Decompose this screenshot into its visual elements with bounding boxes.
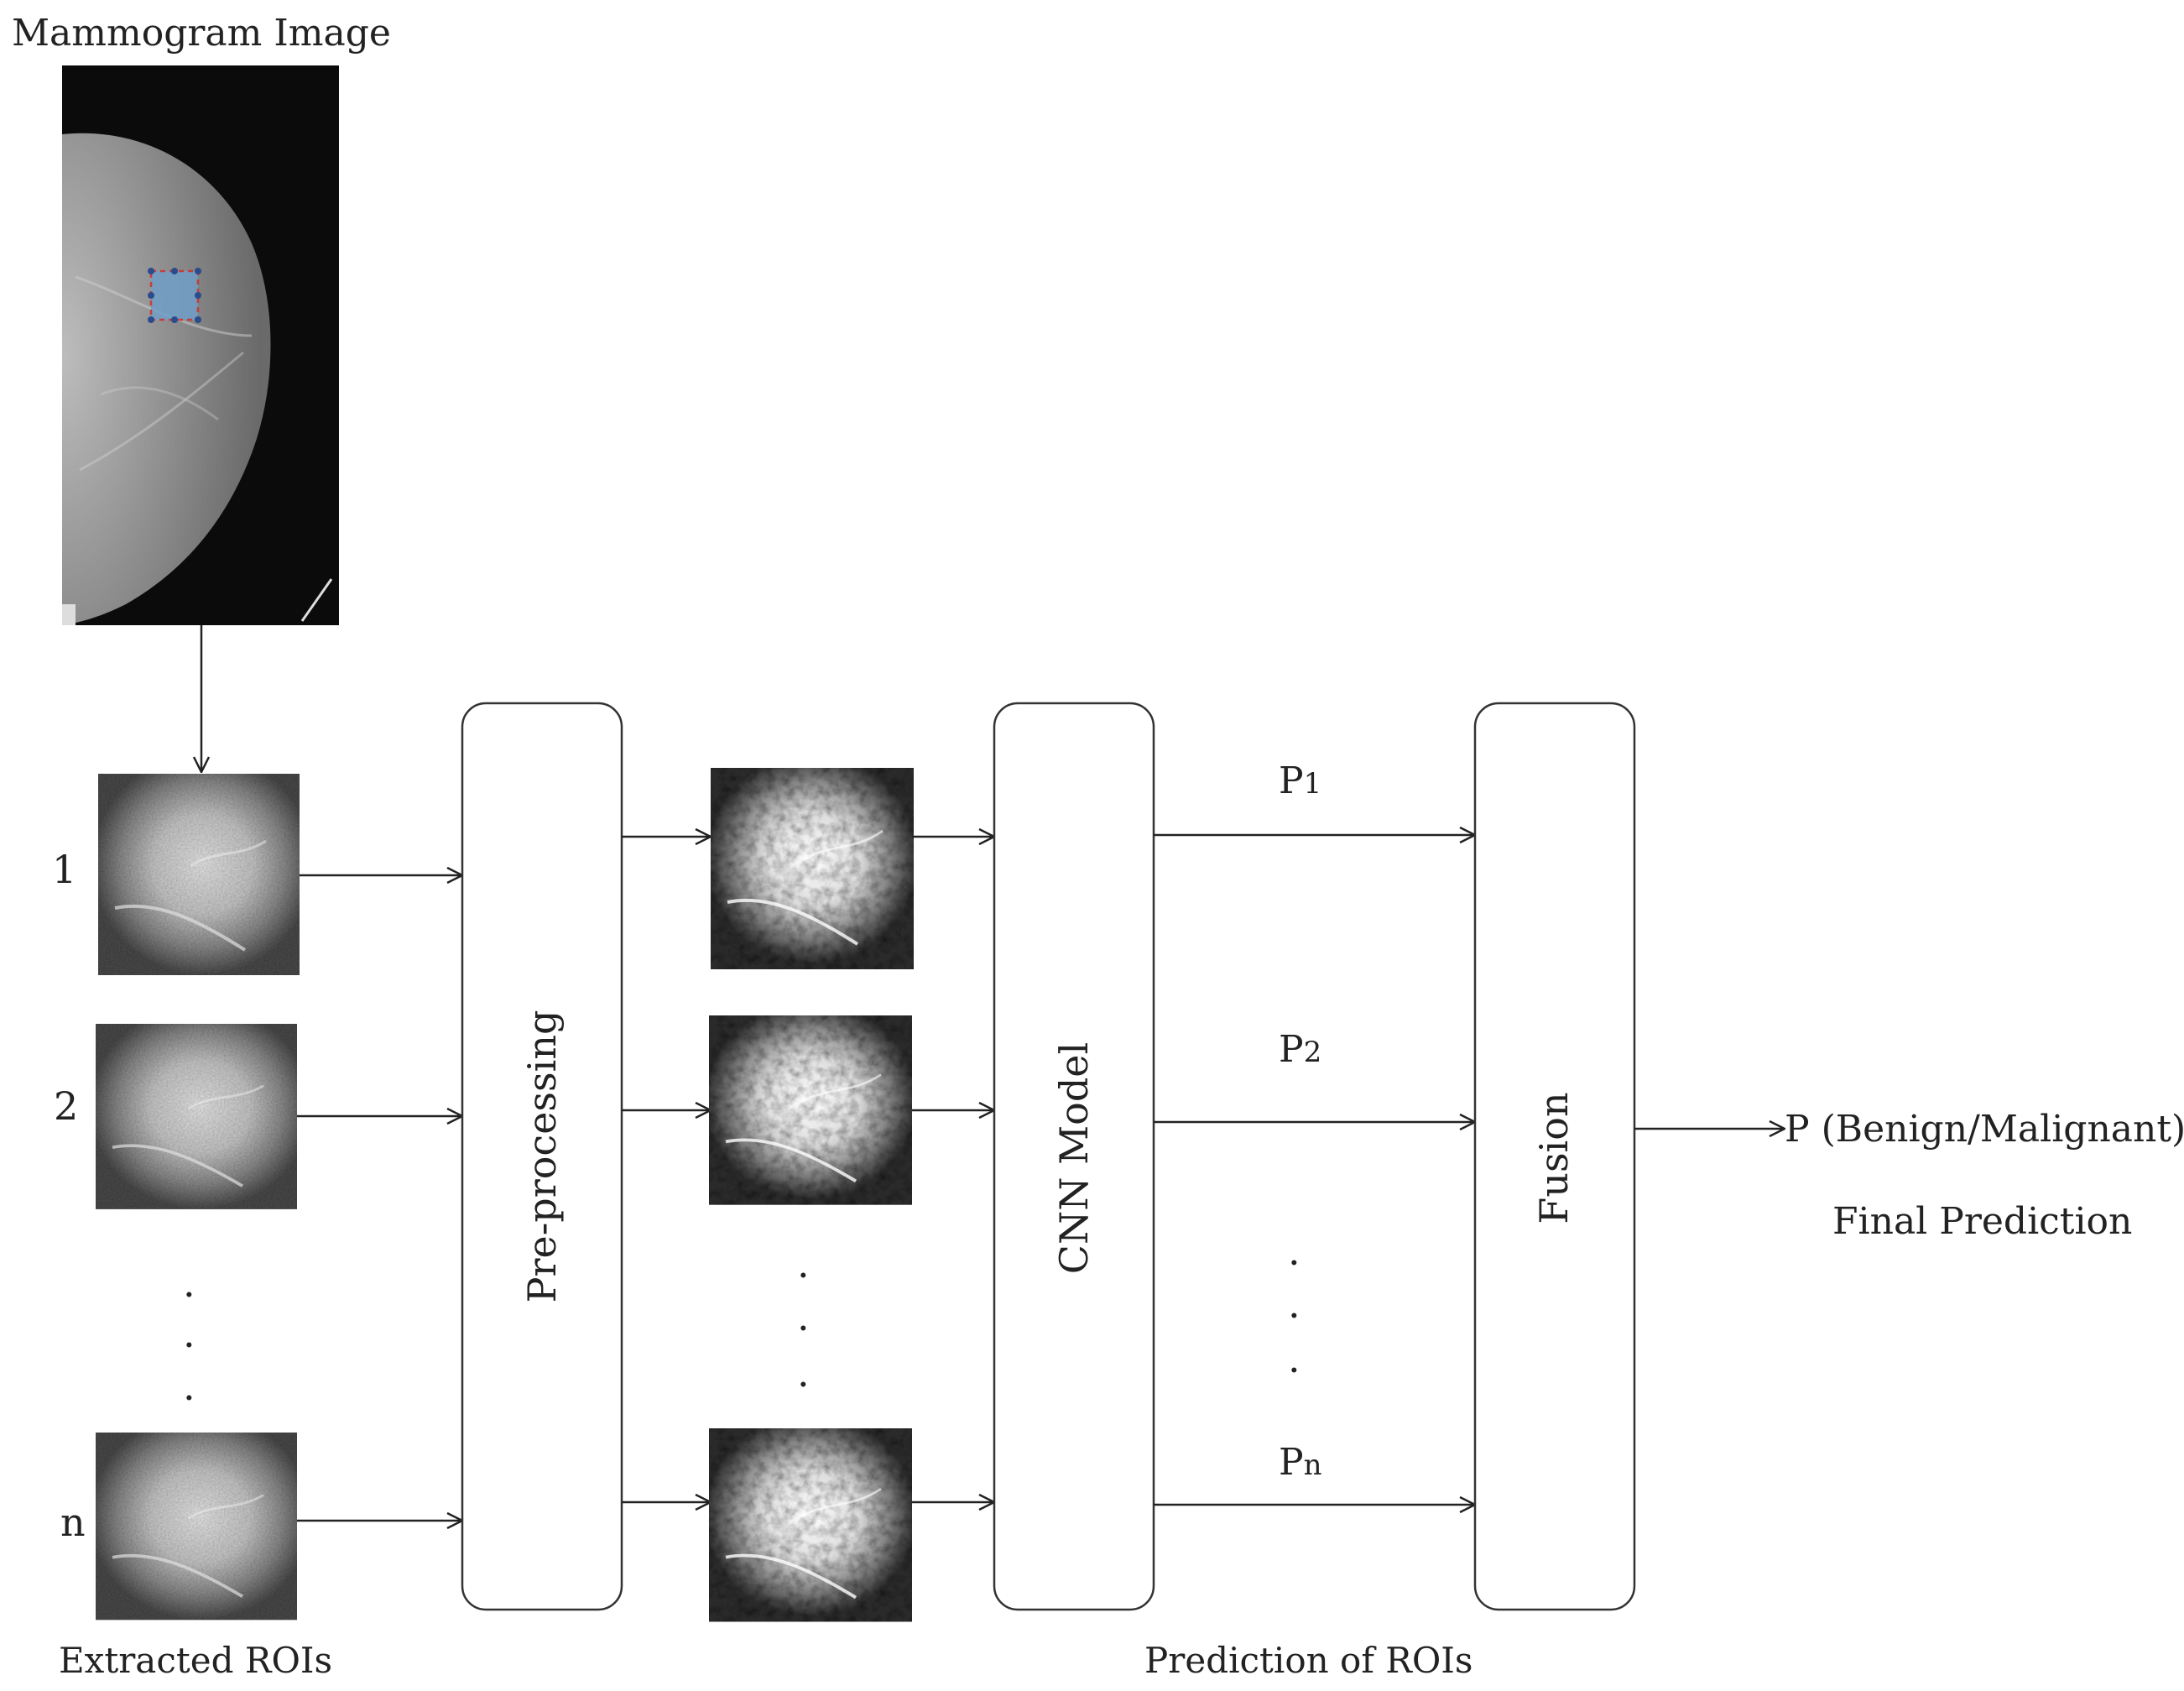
roi-enhanced-1 (711, 768, 914, 969)
preprocessing-label: Pre-processing (519, 1010, 565, 1303)
roi-ellipsis: . . . (183, 1260, 195, 1409)
roi-raw-n (96, 1433, 297, 1620)
preprocessing-box (461, 702, 623, 1611)
prediction-ellipsis: . . . (1288, 1229, 1300, 1381)
cnn-model-box (993, 702, 1155, 1611)
svg-text:.: . (183, 1260, 195, 1306)
fusion-label: Fusion (1531, 1092, 1577, 1224)
prediction-label-n: Pn (1279, 1441, 1322, 1484)
prediction-label-2: P2 (1279, 1028, 1321, 1071)
svg-text:.: . (183, 1311, 195, 1356)
fusion-box (1473, 702, 1636, 1611)
roi-enhanced-2 (709, 1015, 912, 1205)
final-prediction-caption: Final Prediction (1832, 1200, 2132, 1243)
svg-text:.: . (1288, 1281, 1300, 1327)
roi-enhanced-n (709, 1428, 912, 1621)
roi-label-n: n (60, 1500, 86, 1545)
mammogram-image (62, 65, 339, 626)
extracted-rois-caption: Extracted ROIs (59, 1640, 332, 1681)
svg-text:.: . (183, 1364, 195, 1409)
svg-text:.: . (797, 1241, 810, 1287)
roi-label-2: 2 (54, 1083, 78, 1129)
svg-text:.: . (1288, 1229, 1300, 1274)
cnn-model-label: CNN Model (1051, 1042, 1097, 1275)
mammogram-title: Mammogram Image (12, 12, 391, 55)
enhanced-ellipsis: . . . (797, 1241, 810, 1396)
output-label: P (Benign/Malignant) (1785, 1108, 2184, 1151)
roi-raw-2 (96, 1024, 297, 1209)
roi-raw-1 (98, 774, 300, 975)
svg-text:.: . (797, 1294, 810, 1339)
prediction-label-1: P1 (1279, 759, 1321, 802)
svg-text:.: . (797, 1350, 810, 1396)
prediction-of-rois-caption: Prediction of ROIs (1144, 1640, 1473, 1681)
svg-text:.: . (1288, 1336, 1300, 1381)
roi-label-1: 1 (52, 847, 76, 892)
